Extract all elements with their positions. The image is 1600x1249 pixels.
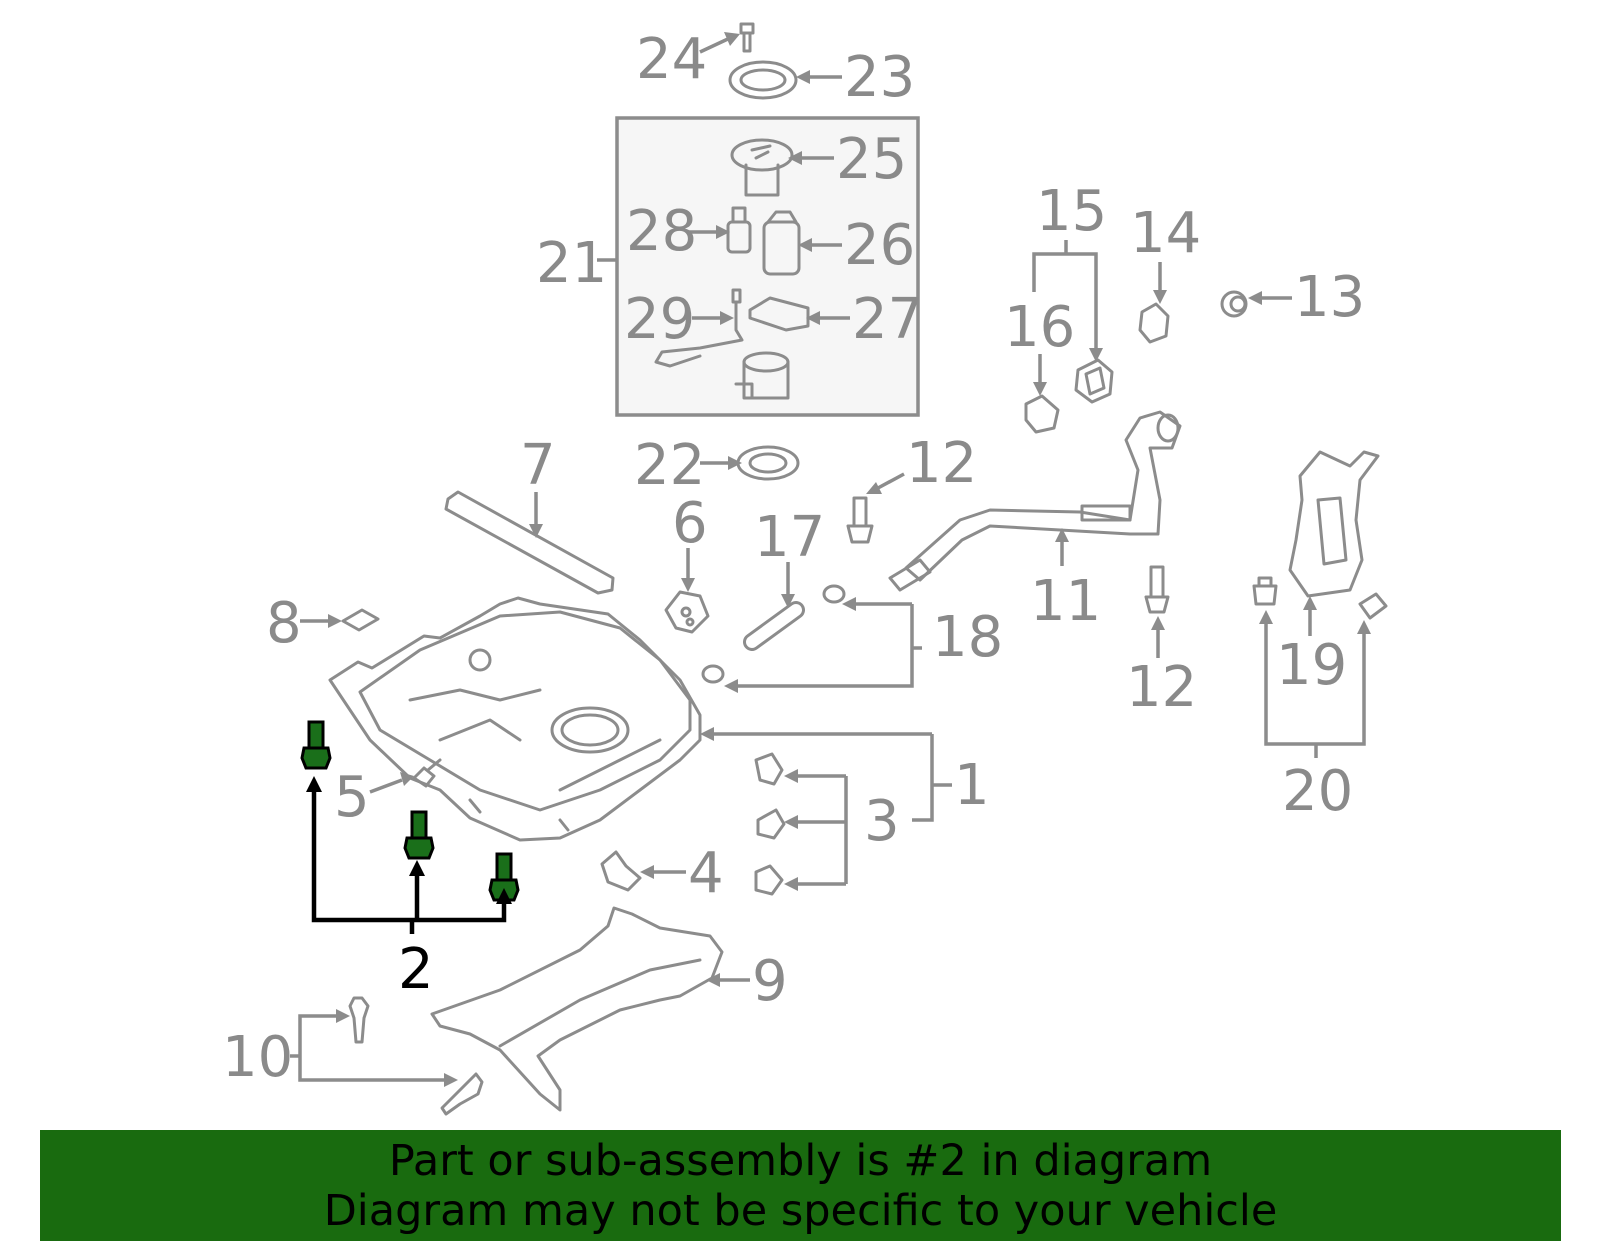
- callout-20: 20: [1282, 759, 1353, 824]
- callout-21: 21: [536, 231, 607, 296]
- callout-2: 2: [398, 937, 434, 1002]
- part-20-fastener-right: [1358, 592, 1388, 620]
- callout-22: 22: [634, 433, 705, 498]
- callout-12-upper: 12: [906, 431, 977, 496]
- part-27-filter: [748, 296, 810, 332]
- callout-1: 1: [954, 753, 990, 818]
- part-5-bolt: [412, 758, 442, 788]
- part-24-screw: [739, 22, 755, 53]
- part-14-cap: [1138, 302, 1170, 344]
- banner-line-disclaimer: Diagram may not be specific to your vehi…: [323, 1186, 1278, 1236]
- callout-29: 29: [624, 287, 695, 352]
- callout-17: 17: [754, 505, 825, 570]
- part-2-leader: [306, 776, 512, 934]
- info-banner: Part or sub-assembly is #2 in diagram Di…: [40, 1130, 1561, 1241]
- part-13-grommet: [1220, 290, 1248, 318]
- callout-12-lower: 12: [1126, 655, 1197, 720]
- part-2-bolt-middle: [403, 810, 435, 860]
- callout-8: 8: [266, 591, 302, 656]
- callout-19: 19: [1276, 633, 1347, 698]
- part-28-regulator: [726, 206, 752, 254]
- part-8-pad: [341, 608, 380, 632]
- callout-7: 7: [520, 433, 556, 498]
- fuel-system-parts-diagram: 24 23 25 28 26 21 29 27 22 7 12 6 17 11 …: [222, 22, 1388, 1116]
- part-20-fastener-left: [1252, 576, 1278, 606]
- part-29-level-sender: [654, 288, 744, 368]
- callout-4: 4: [688, 841, 724, 906]
- callout-3: 3: [864, 789, 900, 854]
- part-1-fuel-tank: [328, 596, 702, 842]
- part-11-filler-pipe: [888, 410, 1182, 592]
- callout-23: 23: [844, 45, 915, 110]
- part-12-bolt-upper: [846, 496, 874, 544]
- callout-11: 11: [1030, 569, 1101, 634]
- part-18-clamps: [701, 584, 846, 684]
- part-23-gasket: [728, 60, 798, 100]
- callout-labels: 24 23 25 28 26 21 29 27 22 7 12 6 17 11 …: [222, 27, 1365, 1090]
- part-15-seal: [1074, 358, 1114, 404]
- part-25-pump-flange: [730, 138, 794, 197]
- part-22-gasket: [736, 445, 800, 481]
- part-19-splash-shield: [1288, 450, 1380, 598]
- part-9-heat-shield: [430, 906, 724, 1112]
- callout-16: 16: [1004, 295, 1075, 360]
- part-3-brackets: [754, 752, 786, 896]
- part-16-cap: [1024, 394, 1060, 434]
- part-17-hose: [743, 601, 805, 651]
- callout-10: 10: [222, 1025, 293, 1090]
- callout-6: 6: [672, 491, 708, 556]
- callout-13: 13: [1294, 265, 1365, 330]
- part-10-clip-upper: [348, 996, 370, 1044]
- part-2-bolt-left: [300, 720, 332, 770]
- callout-5: 5: [334, 765, 370, 830]
- callout-15: 15: [1036, 179, 1107, 244]
- part-6-bracket: [664, 590, 710, 634]
- callout-18: 18: [932, 605, 1003, 670]
- callout-28: 28: [626, 199, 697, 264]
- callout-14: 14: [1130, 201, 1201, 266]
- part-7-insulator-strip: [444, 490, 615, 595]
- callout-27: 27: [852, 287, 923, 352]
- callout-25: 25: [836, 127, 907, 192]
- part-10-clip-lower: [440, 1072, 484, 1116]
- callout-24: 24: [636, 27, 707, 92]
- callout-9: 9: [752, 949, 788, 1014]
- banner-line-part: Part or sub-assembly is #2 in diagram: [388, 1136, 1213, 1186]
- part-12-bolt-lower: [1144, 565, 1170, 614]
- callout-26: 26: [844, 213, 915, 278]
- pump-reservoir: [734, 351, 790, 400]
- part-26-fuel-pump: [762, 210, 801, 276]
- part-4-bracket: [600, 850, 642, 892]
- leader-lines: [290, 32, 1371, 1087]
